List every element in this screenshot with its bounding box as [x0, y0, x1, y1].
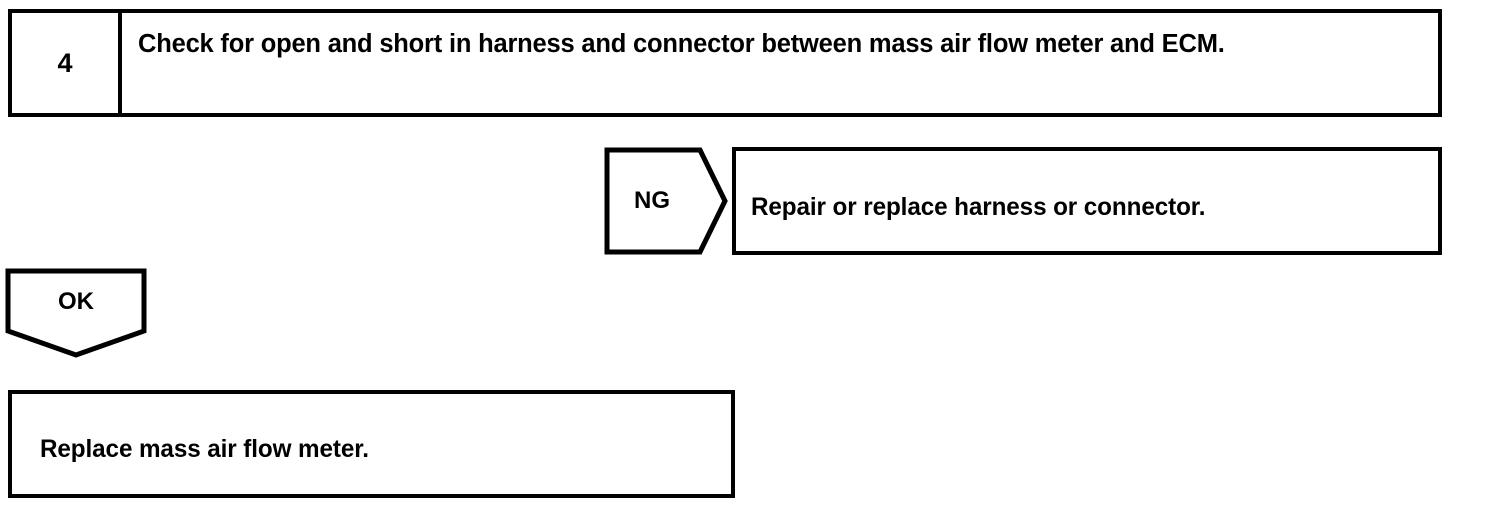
ng-result-box: Repair or replace harness or connector. — [732, 147, 1442, 255]
branch-ng-label: NG — [634, 187, 670, 214]
step-instruction-cell: Check for open and short in harness and … — [138, 29, 1424, 60]
ng-pentagon-arrow-icon — [604, 147, 728, 255]
ng-result-text: Repair or replace harness or connector. — [751, 193, 1206, 221]
branch-ok-label: OK — [58, 288, 94, 315]
ok-result-box: Replace mass air flow meter. — [8, 390, 735, 498]
diagnostic-step-row: 4 Check for open and short in harness an… — [8, 9, 1442, 117]
step-number-cell: 4 — [12, 13, 122, 113]
step-instruction-text: Check for open and short in harness and … — [138, 30, 1225, 58]
step-number: 4 — [57, 47, 73, 78]
ok-result-text: Replace mass air flow meter. — [40, 435, 369, 463]
branch-ok: OK — [5, 268, 147, 358]
ok-pentagon-arrow-icon — [5, 268, 147, 358]
branch-ng: NG — [604, 147, 728, 255]
